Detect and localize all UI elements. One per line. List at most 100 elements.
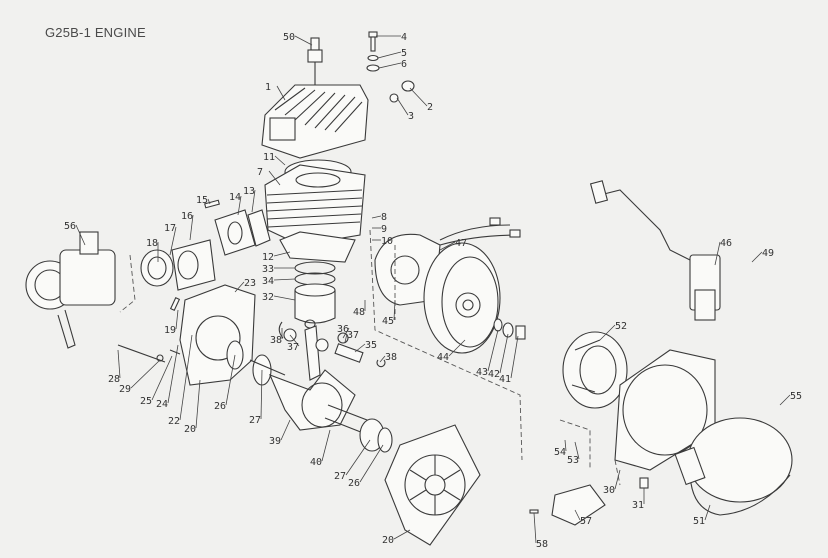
cylinder-head — [261, 84, 369, 159]
part-label-6: 6 — [401, 59, 407, 70]
spark-plug — [307, 37, 323, 85]
part-label-18: 18 — [146, 238, 158, 249]
part-label-46: 46 — [720, 238, 732, 249]
part-label-58: 58 — [536, 539, 548, 550]
mounting-bracket — [529, 477, 649, 526]
intake-manifold — [140, 199, 271, 291]
part-label-41: 41 — [499, 374, 511, 385]
leader-line — [237, 195, 242, 216]
leader-line — [151, 355, 173, 401]
part-label-52: 52 — [615, 321, 627, 332]
leader-line — [704, 504, 711, 521]
part-label-38: 38 — [385, 352, 397, 363]
leader-line — [251, 189, 256, 213]
part-label-53: 53 — [567, 455, 579, 466]
part-label-9: 9 — [381, 224, 387, 235]
cylinder — [264, 159, 366, 263]
part-label-54: 54 — [554, 447, 566, 458]
leader-line — [294, 35, 313, 46]
part-label-42: 42 — [488, 369, 500, 380]
part-label-15: 15 — [196, 195, 208, 206]
part-label-7: 7 — [257, 167, 263, 178]
part-label-45: 45 — [382, 316, 394, 327]
leader-line — [167, 344, 179, 404]
part-label-56: 56 — [64, 221, 76, 232]
leader-line — [117, 349, 121, 379]
crankshaft — [249, 359, 393, 453]
part-label-27: 27 — [249, 415, 261, 426]
part-label-27: 27 — [334, 471, 346, 482]
ignition-coil — [589, 180, 721, 321]
leader-line — [273, 278, 296, 281]
part-label-43: 43 — [476, 367, 488, 378]
leader-line — [130, 359, 161, 389]
part-label-49: 49 — [762, 248, 774, 259]
part-label-32: 32 — [262, 292, 274, 303]
part-label-26: 26 — [348, 478, 360, 489]
part-label-24: 24 — [156, 399, 168, 410]
part-label-20: 20 — [382, 535, 394, 546]
leader-line — [175, 309, 179, 330]
leader-line — [574, 441, 580, 460]
part-label-20: 20 — [184, 424, 196, 435]
part-label-25: 25 — [140, 396, 152, 407]
leader-line — [751, 251, 763, 263]
part-label-17: 17 — [164, 223, 176, 234]
leader-line — [574, 509, 581, 521]
part-label-11: 11 — [263, 152, 275, 163]
flywheel — [423, 242, 526, 354]
leader-line — [189, 214, 194, 241]
leader-line — [359, 444, 384, 483]
alignment-line — [369, 229, 523, 461]
leader-line — [344, 333, 348, 343]
leader-line — [510, 335, 519, 379]
part-label-40: 40 — [310, 457, 322, 468]
leader-line — [169, 226, 177, 256]
part-label-22: 22 — [168, 416, 180, 427]
part-label-12: 12 — [262, 252, 274, 263]
leader-line — [321, 429, 331, 462]
leader-line — [276, 85, 286, 101]
part-label-3: 3 — [408, 111, 414, 122]
part-label-19: 19 — [164, 325, 176, 336]
leader-line — [378, 62, 402, 69]
leader-line — [260, 369, 263, 420]
part-label-50: 50 — [283, 32, 295, 43]
part-label-48: 48 — [353, 307, 365, 318]
part-label-8: 8 — [381, 212, 387, 223]
piston — [294, 261, 336, 329]
leader-line — [487, 329, 499, 372]
leader-line — [564, 439, 567, 452]
part-label-35: 35 — [365, 340, 377, 351]
leader-line — [75, 224, 86, 246]
leader-line — [289, 334, 300, 347]
leader-line — [599, 324, 616, 341]
part-label-57: 57 — [580, 516, 592, 527]
part-label-4: 4 — [401, 32, 407, 43]
leader-line — [779, 394, 791, 406]
starter-pulley — [562, 331, 628, 409]
leader-line — [354, 343, 366, 353]
carburetor — [25, 231, 116, 349]
right-crankcase — [384, 424, 481, 546]
alignment-line — [119, 245, 396, 320]
part-label-33: 33 — [262, 264, 274, 275]
diagram-title: G25B-1 ENGINE — [45, 25, 146, 40]
leader-line — [396, 97, 409, 116]
leader-line — [273, 295, 296, 301]
leader-line — [393, 299, 396, 321]
part-label-16: 16 — [181, 211, 193, 222]
part-label-44: 44 — [437, 352, 449, 363]
part-label-23: 23 — [244, 278, 256, 289]
leader-line — [342, 327, 350, 339]
leader-line — [273, 251, 291, 257]
leader-line — [345, 439, 371, 476]
part-label-37: 37 — [287, 342, 299, 353]
part-label-51: 51 — [693, 516, 705, 527]
leader-line — [377, 51, 402, 59]
recoil-starter — [674, 417, 793, 516]
leader-line — [280, 419, 291, 441]
part-label-26: 26 — [214, 401, 226, 412]
